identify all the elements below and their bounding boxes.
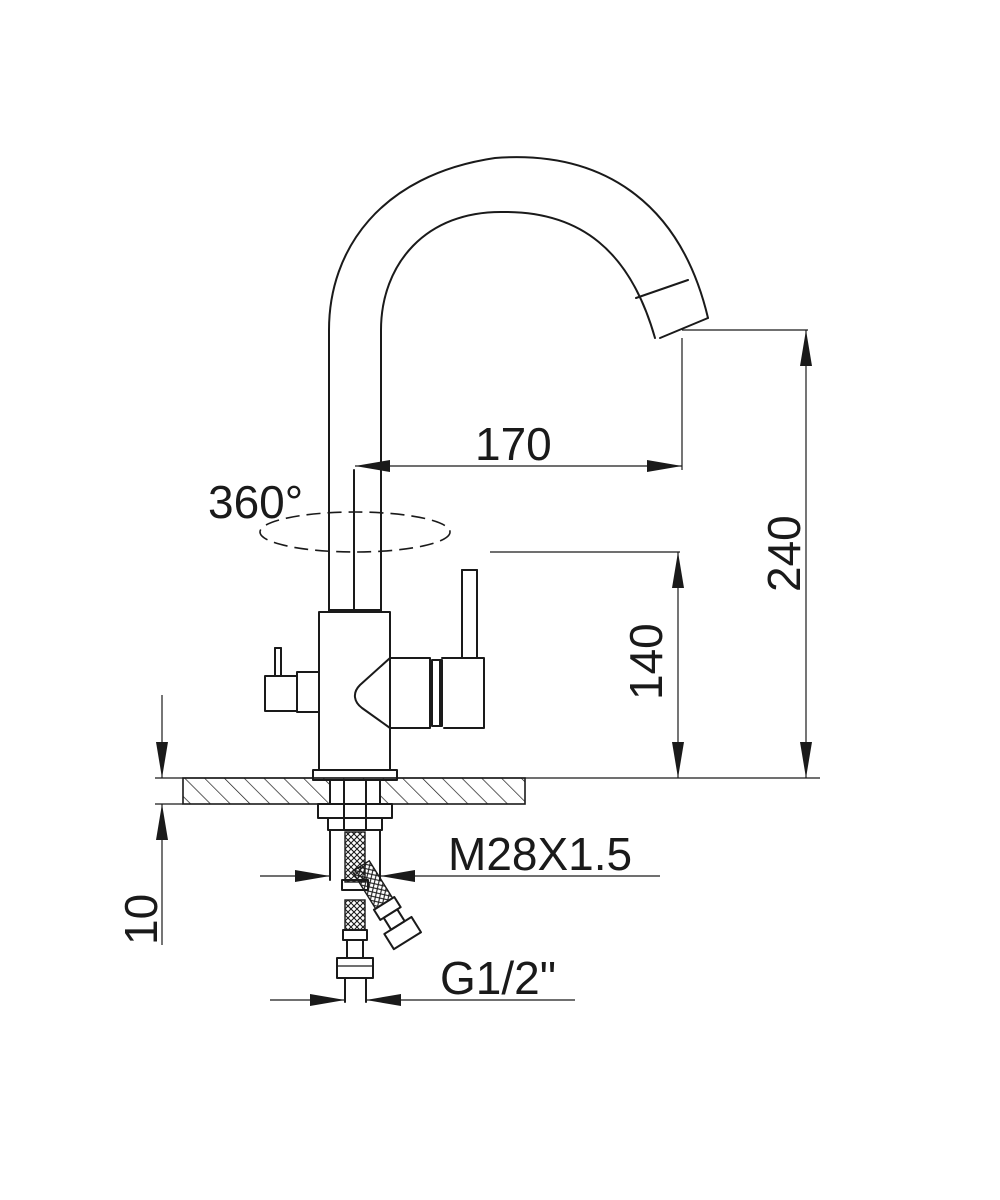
deck-thickness-label: 10 xyxy=(115,894,167,945)
rotation-label: 360° xyxy=(208,476,303,528)
mounting-shank xyxy=(317,779,393,881)
dimension-reach: 170 xyxy=(355,329,808,472)
dimension-total-height: 240 xyxy=(758,330,812,778)
faucet-body xyxy=(264,569,485,781)
dimension-deck: 10 xyxy=(115,695,168,945)
spout xyxy=(328,156,709,613)
dimension-connection: G1/2" xyxy=(270,952,575,1006)
spout-height-label: 140 xyxy=(620,623,672,700)
supply-hoses xyxy=(336,831,423,1003)
dimension-thread: M28X1.5 xyxy=(260,828,660,882)
countertop-deck xyxy=(155,777,820,805)
rotation-indicator: 360° xyxy=(208,476,451,553)
reach-label: 170 xyxy=(475,418,552,470)
total-height-label: 240 xyxy=(758,515,810,592)
thread-label: M28X1.5 xyxy=(448,828,632,880)
dimension-spout-height: 140 xyxy=(490,551,684,778)
connection-label: G1/2" xyxy=(440,952,556,1004)
